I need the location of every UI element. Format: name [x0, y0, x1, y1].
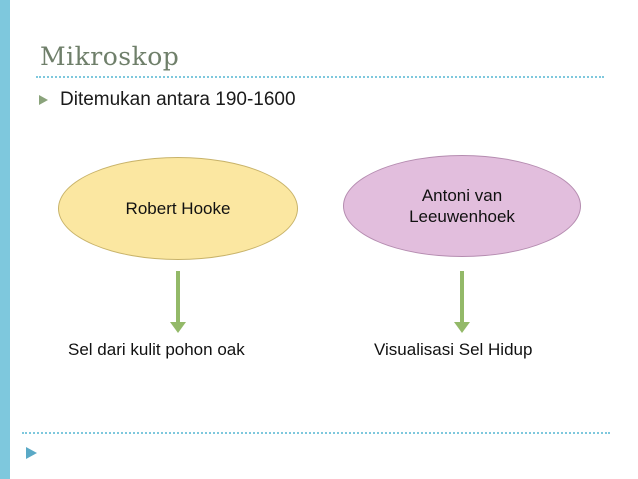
- shape-antoni-van-leeuwenhoek-label: Antoni van Leeuwenhoek: [409, 185, 515, 228]
- arrow-shaft: [460, 271, 464, 322]
- arrow-shaft: [176, 271, 180, 322]
- page-title: Mikroskop: [40, 42, 180, 71]
- footer-divider: [22, 432, 610, 434]
- bullet-item: Ditemukan antara 190-1600: [36, 89, 296, 111]
- bullet-item-label: Ditemukan antara 190-1600: [60, 89, 296, 110]
- shape-label-line1: Antoni van: [421, 185, 503, 205]
- shape-antoni-van-leeuwenhoek: Antoni van Leeuwenhoek: [343, 155, 581, 257]
- caption-leeuwenhoek: Visualisasi Sel Hidup: [374, 340, 533, 359]
- triangle-marker-icon: [26, 445, 44, 461]
- shape-robert-hooke: Robert Hooke: [58, 157, 298, 260]
- shape-robert-hooke-label: Robert Hooke: [125, 198, 231, 218]
- arrow-down-icon-leeuwenhoek: [452, 271, 472, 333]
- title-divider: [36, 76, 604, 78]
- arrow-head: [170, 322, 186, 333]
- arrow-head: [454, 322, 470, 333]
- arrow-down-icon-hooke: [168, 271, 188, 333]
- triangle-bullet-icon: [36, 91, 52, 109]
- caption-hooke: Sel dari kulit pohon oak: [68, 340, 245, 359]
- shape-label-line2: Leeuwenhoek: [409, 207, 515, 226]
- left-accent-bar: [0, 0, 10, 479]
